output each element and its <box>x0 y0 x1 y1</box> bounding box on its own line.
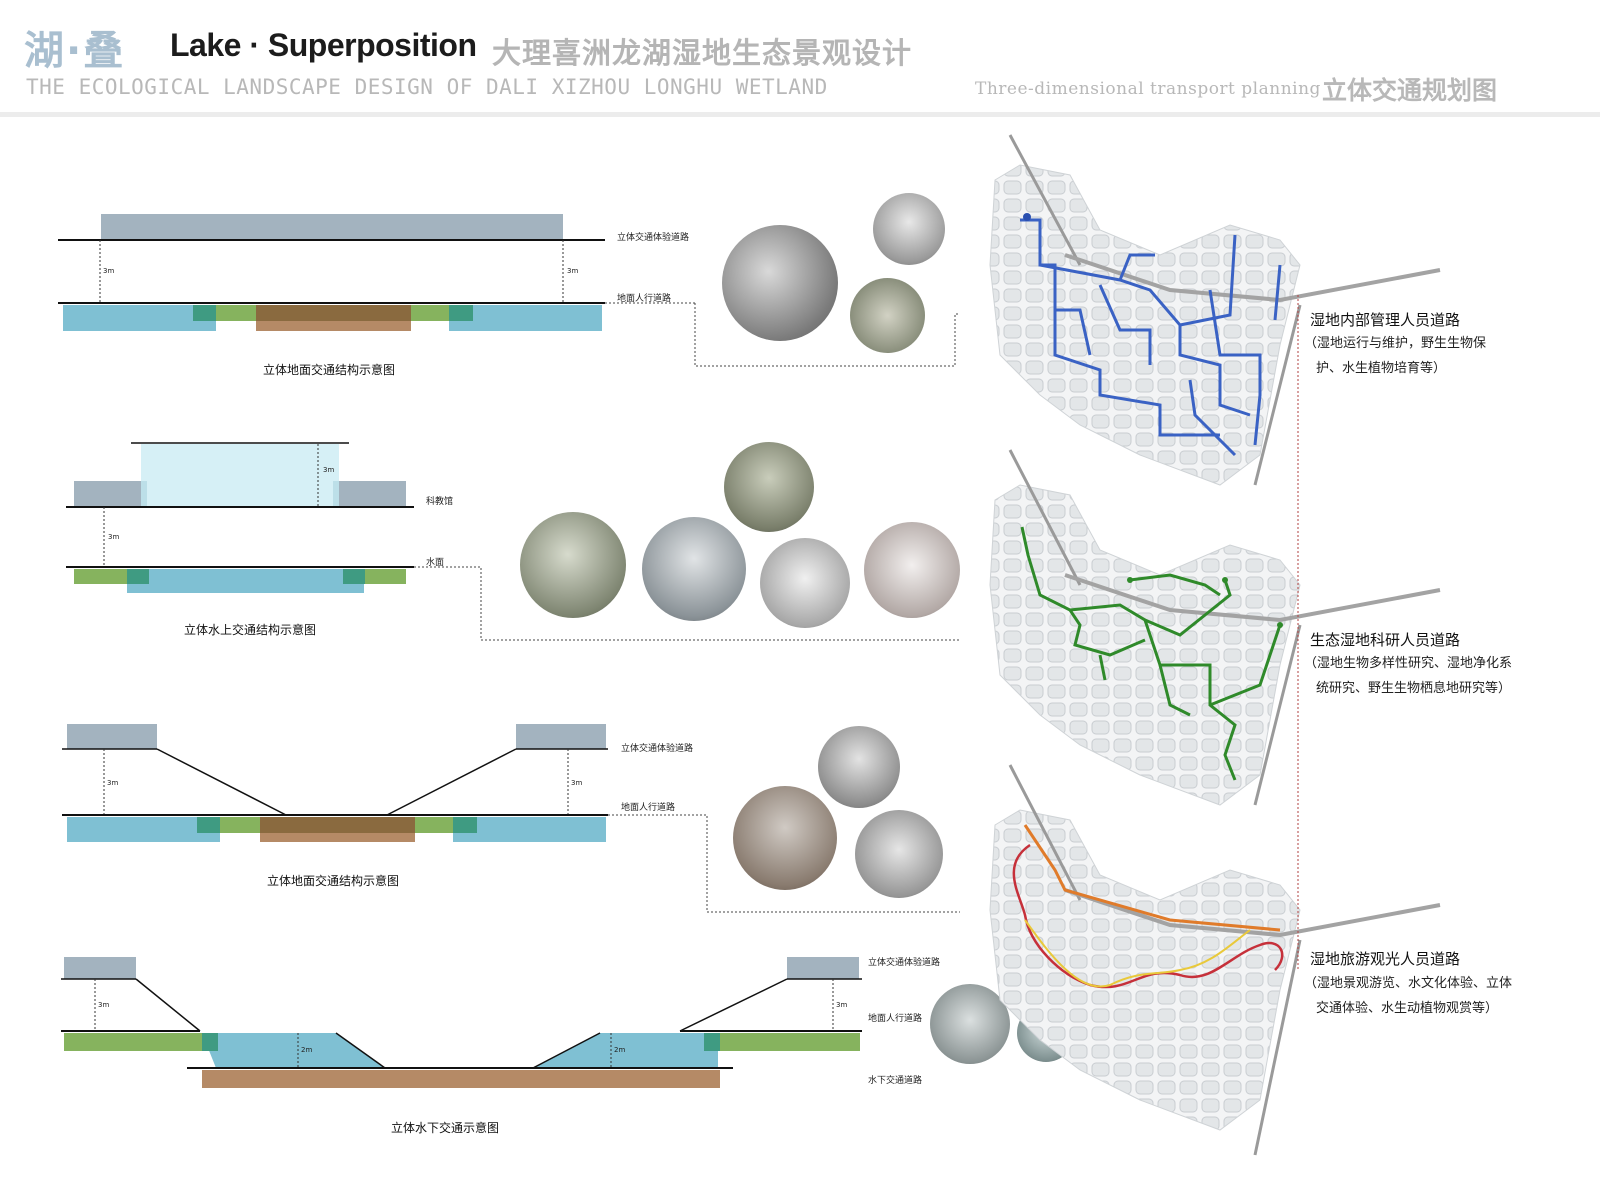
route-1-desc-2: 护、水生植物培育等） <box>1316 361 1447 376</box>
diagram-4 <box>61 957 862 1088</box>
diagram-4-label-2: 地面人行道路 <box>868 1014 923 1024</box>
diagram-1-height-1: 3m <box>103 267 115 275</box>
photo-researcher-notes <box>520 512 626 618</box>
photo-underwater-tunnel <box>930 984 1010 1064</box>
diagram-3-label-1: 立体交通体验道路 <box>621 744 694 754</box>
title-cn: 湖·叠 <box>24 28 126 74</box>
route-2-desc-1: （湿地生物多样性研究、湿地净化系 <box>1304 656 1513 671</box>
diagram-4-height-2: 3m <box>836 1001 848 1009</box>
route-3-desc-1: （湿地景观游览、水文化体验、立体 <box>1304 976 1513 991</box>
diagram-1-label-2: 地面人行道路 <box>617 294 672 304</box>
photo-field-worker <box>850 278 925 353</box>
diagram-4-height-4: 2m <box>614 1046 626 1054</box>
section-cn: 立体交通规划图 <box>1322 76 1498 105</box>
diagram-3 <box>62 724 960 913</box>
map-management <box>989 134 1441 486</box>
route-3-desc-2: 交通体验、水生动植物观赏等） <box>1316 1001 1499 1016</box>
photo-boat-workers <box>722 225 838 341</box>
section-en: Three-dimensional transport planning <box>975 79 1321 99</box>
diagram-4-height-1: 3m <box>98 1001 110 1009</box>
diagram-2-height-2: 3m <box>108 533 120 541</box>
diagram-1 <box>58 214 960 367</box>
title-en: Lake · Superposition <box>170 27 477 63</box>
diagram-3-label-2: 地面人行道路 <box>621 803 676 813</box>
photo-bird-watcher <box>818 726 900 808</box>
diagram-2-height-1: 3m <box>323 466 335 474</box>
section-diagrams <box>58 214 960 1088</box>
route-1-title: 湿地内部管理人员道路 <box>1310 311 1461 329</box>
photo-photographer <box>855 810 943 898</box>
diagram-3-height-1: 3m <box>107 779 119 787</box>
route-3-title: 湿地旅游观光人员道路 <box>1310 950 1461 968</box>
photo-planting-workers <box>873 193 945 265</box>
diagram-1-caption: 立体地面交通结构示意图 <box>263 363 396 377</box>
diagram-2-caption: 立体水上交通结构示意图 <box>184 623 317 637</box>
map-tourism <box>989 764 1441 1156</box>
route-1-desc-1: （湿地运行与维护，野生生物保 <box>1304 336 1487 351</box>
photo-team-study <box>864 522 960 618</box>
header-divider <box>0 112 1600 117</box>
diagram-4-label-3: 水下交通道路 <box>868 1076 923 1086</box>
photo-water-sampling <box>642 517 746 621</box>
photo-egrets <box>760 538 850 628</box>
diagram-1-height-2: 3m <box>567 267 579 275</box>
maps <box>989 134 1441 1156</box>
diagram-2-label-1: 科教馆 <box>426 497 454 507</box>
route-2-title: 生态湿地科研人员道路 <box>1310 631 1461 649</box>
diagram-3-caption: 立体地面交通结构示意图 <box>267 874 400 888</box>
diagram-1-label-1: 立体交通体验道路 <box>617 233 690 243</box>
diagram-3-height-2: 3m <box>571 779 583 787</box>
diagram-4-height-3: 2m <box>301 1046 313 1054</box>
diagram-4-label-1: 立体交通体验道路 <box>868 958 941 968</box>
map-research <box>989 449 1441 806</box>
subtitle-en: THE ECOLOGICAL LANDSCAPE DESIGN OF DALI … <box>26 75 828 99</box>
route-2-desc-2: 统研究、野生生物栖息地研究等） <box>1316 681 1512 696</box>
diagram-4-caption: 立体水下交通示意图 <box>391 1121 500 1135</box>
photo-tourists-boardwalk <box>733 786 837 890</box>
diagram-2-label-2: 水面 <box>426 558 445 568</box>
diagram-2 <box>66 442 960 641</box>
title-cn-full: 大理喜洲龙湖湿地生态景观设计 <box>492 36 913 70</box>
photo-researcher-camera <box>724 442 814 532</box>
